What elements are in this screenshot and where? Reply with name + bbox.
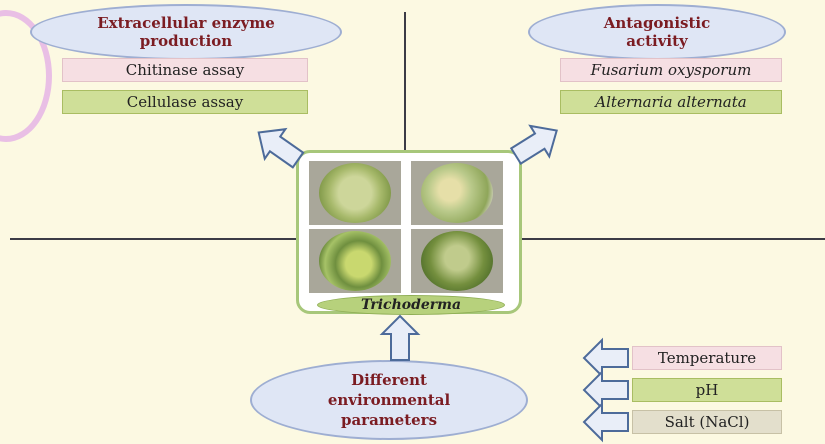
arrow-up-left-icon [257,127,305,169]
salt-nacl-box: Salt (NaCl) [632,410,782,434]
trichoderma-label: Trichoderma [317,295,505,315]
arrow-left-icon [582,369,629,411]
temperature-box: Temperature [632,346,782,370]
horizontal-divider-left [10,238,300,240]
cellulase-assay-box: Cellulase assay [62,90,308,114]
arrow-left-icon [582,337,629,379]
arrow-left-icon [582,401,629,443]
environmental-parameters-ellipse: Different environmental parameters [250,360,528,440]
enzyme-production-ellipse: Extracellular enzyme production [30,4,342,60]
horizontal-divider-right [520,238,825,240]
arrow-up-icon [379,314,421,361]
arrow-up-right-icon [509,124,558,166]
chitinase-assay-box: Chitinase assay [62,58,308,82]
antagonistic-activity-ellipse: Antagonistic activity [528,4,786,60]
petri-dish-image [411,229,503,293]
fusarium-oxysporum-box: Fusarium oxysporum [560,58,782,82]
ph-box: pH [632,378,782,402]
petri-dish-image [309,229,401,293]
vertical-divider [404,12,406,152]
petri-dish-image [411,161,503,225]
alternaria-alternata-box: Alternaria alternata [560,90,782,114]
trichoderma-panel: Trichoderma [296,150,522,315]
petri-dish-image [309,161,401,225]
